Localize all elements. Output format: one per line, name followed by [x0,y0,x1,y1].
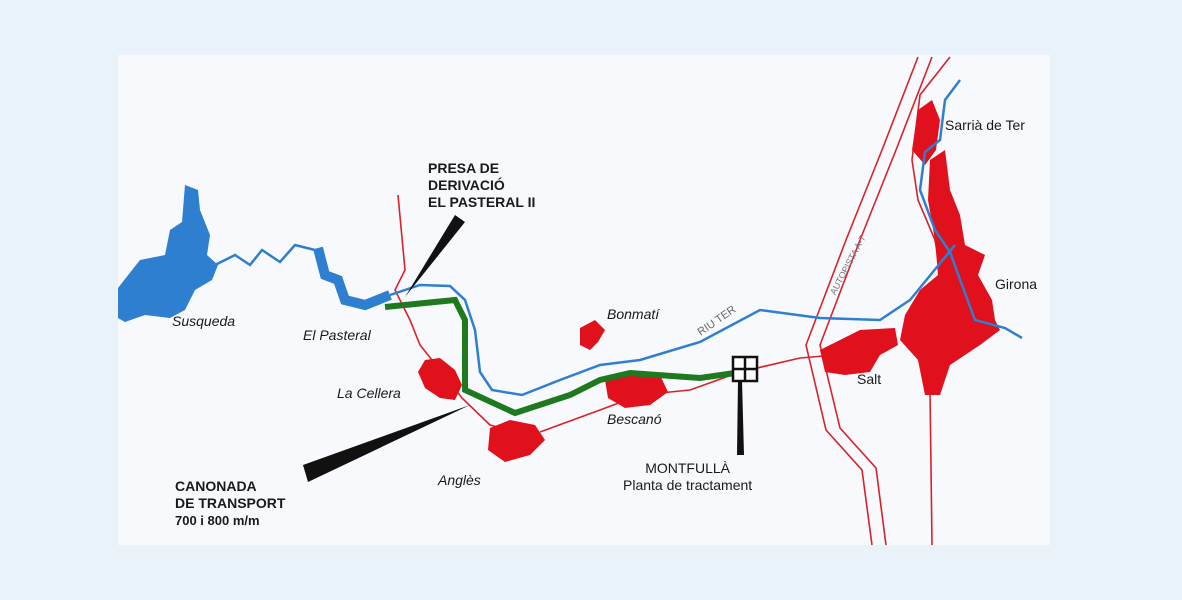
town-bonmati [580,320,605,350]
pipeline-pointer [303,405,470,482]
plant-pointer [737,380,744,455]
label-sarria: Sarrià de Ter [945,117,1025,133]
treatment-plant-icon [731,355,759,383]
pipeline-line1: CANONADA [175,478,257,494]
town-bescano [605,372,668,408]
label-angles: Anglès [438,472,481,488]
river-ter [214,79,1023,397]
map-area [118,55,1050,545]
town-sarria [912,100,940,165]
label-bescano: Bescanó [607,411,662,427]
label-el-pasteral: El Pasteral [303,327,371,343]
town-angles [488,420,545,462]
dam-line1: PRESA DE [428,160,500,176]
pipeline [384,296,736,417]
town-la-cellera [418,358,462,400]
town-girona [900,150,1000,395]
dam-label: PRESA DE DERIVACIÓ EL PASTERAL II [428,160,535,211]
label-salt: Salt [857,371,882,387]
dam-line3: EL PASTERAL II [428,194,536,210]
town-salt [820,328,898,375]
pipeline-line2: DE TRANSPORT [175,495,286,511]
label-bonmati: Bonmatí [607,306,660,322]
plant-name: MONTFULLÀ [645,460,730,476]
pipeline-line3: 700 i 800 m/m [175,513,260,528]
label-susqueda: Susqueda [172,313,236,329]
plant-label: MONTFULLÀ Planta de tractament [623,460,752,494]
dam-line2: DERIVACIÓ [428,177,505,193]
pipeline-label: CANONADA DE TRANSPORT 700 i 800 m/m [175,478,285,529]
reservoir-susqueda [118,185,218,322]
dam-pointer [405,215,465,297]
roads [394,194,933,546]
plant-desc: Planta de tractament [623,477,753,493]
label-girona: Girona [995,276,1038,292]
label-la-cellera: La Cellera [337,385,401,401]
